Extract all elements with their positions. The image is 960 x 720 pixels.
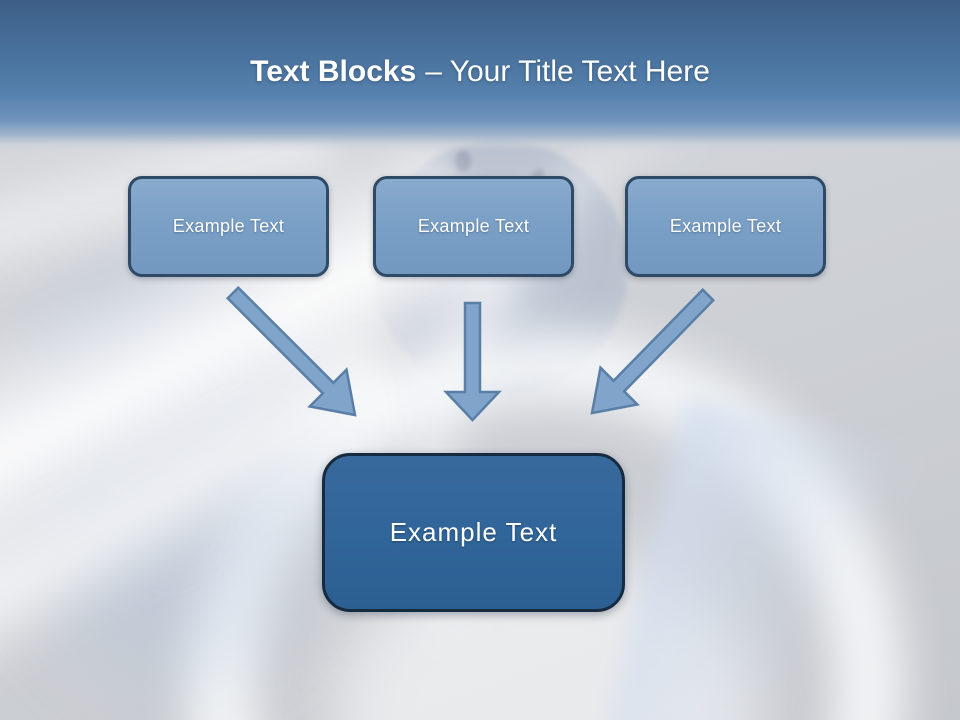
center-text-block-label: Example Text: [389, 517, 558, 547]
page-title-topic: Text Blocks: [250, 55, 417, 88]
arrow-down-right-icon: [225, 285, 357, 417]
text-block-3-label: Example Text: [669, 216, 782, 236]
page-title-subtitle: – Your Title Text Here: [425, 55, 710, 88]
arrow-down-left-icon: [590, 287, 716, 415]
text-block-1: Example Text: [128, 176, 329, 277]
text-block-2: Example Text: [373, 176, 574, 277]
center-text-block: Example Text: [322, 453, 625, 612]
header-band: [0, 0, 960, 152]
arrow-down-icon: [443, 301, 502, 422]
page-title: Text Blocks– Your Title Text Here: [0, 54, 960, 90]
text-block-2-label: Example Text: [417, 216, 530, 236]
text-block-3: Example Text: [625, 176, 826, 277]
text-block-1-label: Example Text: [172, 216, 285, 236]
